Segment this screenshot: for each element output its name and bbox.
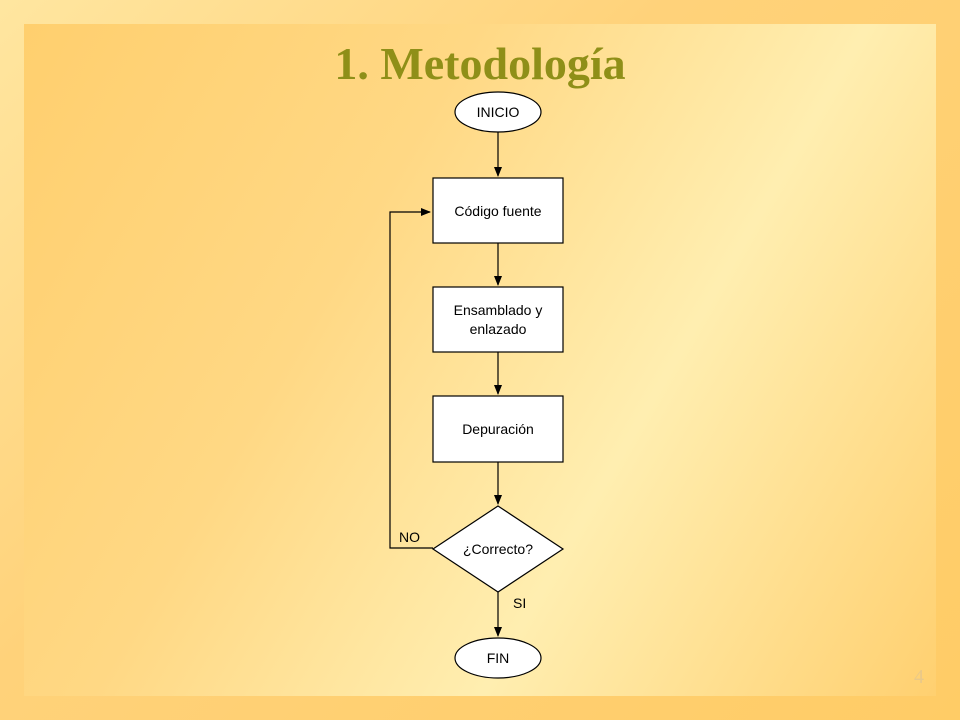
slide-title: 1. Metodología xyxy=(334,38,626,89)
start-node xyxy=(454,91,542,133)
source-code-node xyxy=(432,177,564,244)
edge-label-yes: SI xyxy=(513,595,526,611)
assemble-link-node-label-line1: Ensamblado y xyxy=(454,302,543,318)
assemble-link-node-label-line2: enlazado xyxy=(470,321,527,337)
end-node xyxy=(454,637,542,679)
debug-node xyxy=(432,395,564,463)
decision-node xyxy=(431,505,565,593)
debug-node-label: Depuración xyxy=(462,421,534,437)
edge-decision-no-loop xyxy=(389,208,433,549)
edge-label-no: NO xyxy=(399,529,420,545)
page-number: 4 xyxy=(914,666,924,688)
end-node-label: FIN xyxy=(487,650,510,666)
slide-background xyxy=(24,24,936,696)
decision-node-label: ¿Correcto? xyxy=(463,541,533,557)
start-node-label: INICIO xyxy=(477,104,520,120)
assemble-link-node xyxy=(432,286,564,353)
source-code-node-label: Código fuente xyxy=(454,203,541,219)
